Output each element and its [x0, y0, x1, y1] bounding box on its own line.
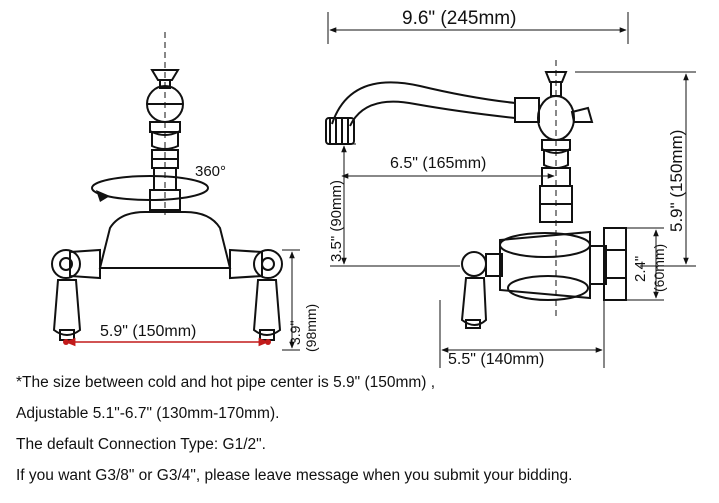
- rotation-indicator: 360°: [91, 163, 226, 202]
- handle-height-mm-label: (98mm): [303, 304, 319, 352]
- spout-height-label: 3.5" (90mm): [328, 180, 345, 262]
- side-view-faucet: [325, 71, 627, 329]
- handle-height-dimension: [282, 249, 300, 351]
- total-length-dimension: [327, 12, 629, 44]
- total-height-dimension: [575, 71, 696, 267]
- base-height-in-label: 2.4": [632, 256, 649, 282]
- center-distance-dimension: [63, 337, 271, 347]
- rotation-label: 360°: [195, 163, 226, 180]
- adjustable-range-note: Adjustable 5.1"-6.7" (130mm-170mm).: [16, 405, 280, 422]
- total-height-label: 5.9" (150mm): [667, 130, 686, 232]
- wall-depth-label: 5.5" (140mm): [448, 351, 544, 368]
- spout-reach-label: 6.5" (165mm): [390, 155, 486, 172]
- handle-height-in-label: 3.9": [287, 321, 303, 345]
- pipe-center-note: *The size between cold and hot pipe cent…: [16, 374, 436, 391]
- custom-connection-note: If you want G3/8" or G3/4", please leave…: [16, 467, 573, 484]
- base-height-mm-label: (60mm): [651, 244, 667, 292]
- front-view-faucet: [51, 32, 283, 341]
- spout-height-dimension: [330, 143, 460, 267]
- total-length-label: 9.6" (245mm): [402, 8, 516, 29]
- connection-type-note: The default Connection Type: G1/2".: [16, 436, 266, 453]
- base-height-dimension: [626, 227, 664, 301]
- faucet-dimension-diagram: 360° 3.9" (98mm) 5.9" (150mm): [51, 8, 696, 368]
- wall-depth-dimension: [439, 300, 605, 368]
- center-distance-label: 5.9" (150mm): [100, 323, 196, 340]
